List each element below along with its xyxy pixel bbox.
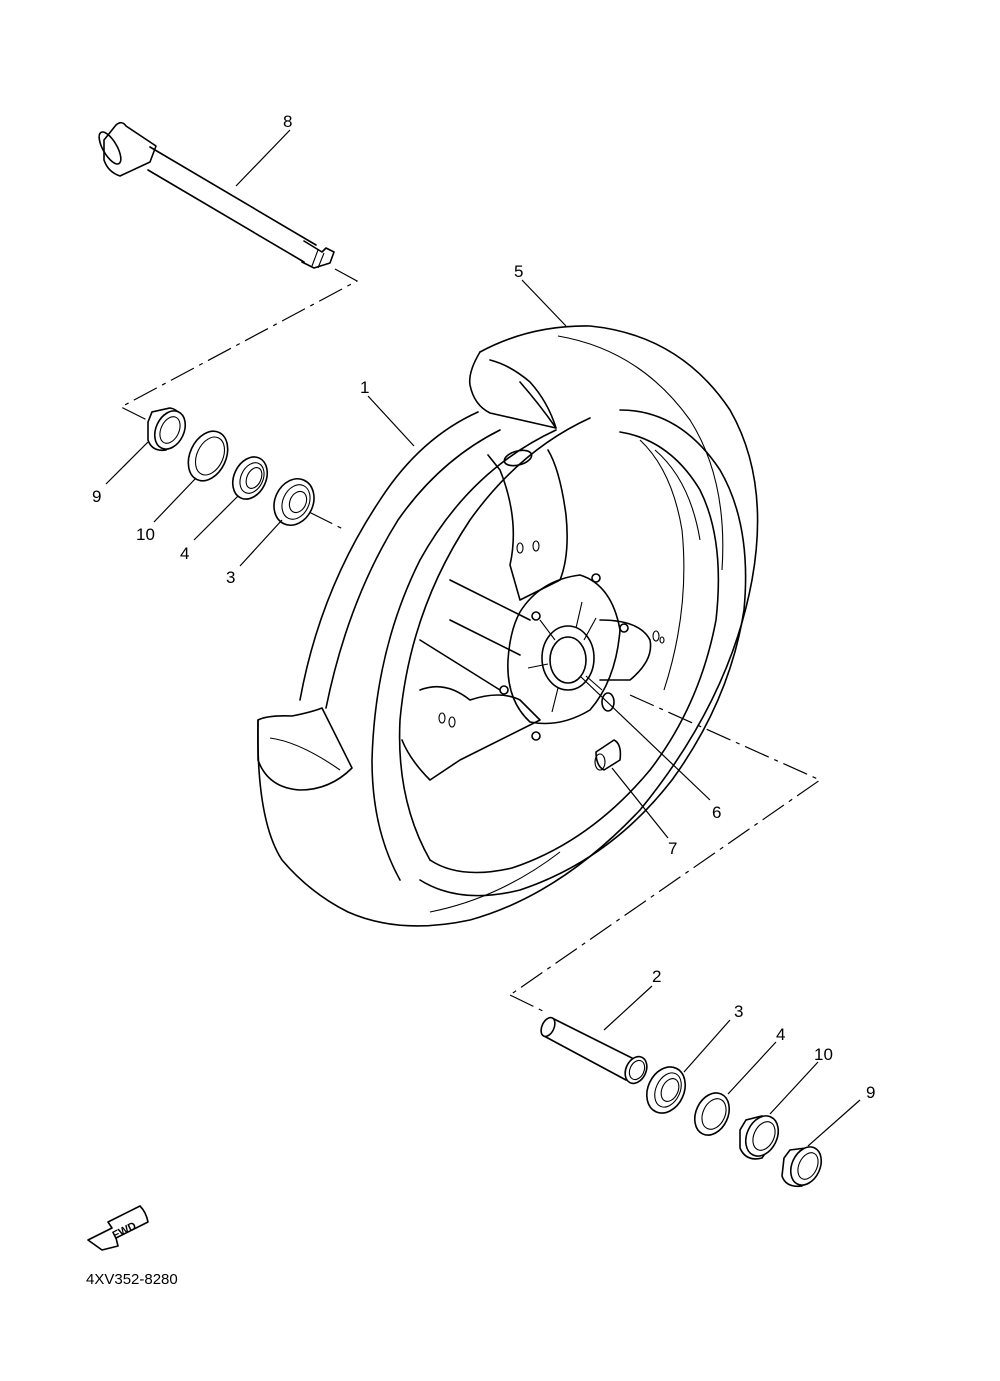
spacer-tube xyxy=(540,1016,648,1085)
assembly-lines xyxy=(119,268,822,1013)
bearing-left-small xyxy=(231,456,269,500)
callout-labels: 8 5 1 9 10 4 3 6 7 2 3 4 10 9 xyxy=(92,112,875,1102)
front-tire xyxy=(257,325,759,927)
callout-4-right: 4 xyxy=(776,1025,785,1044)
wheel-spokes xyxy=(401,449,665,781)
callout-8: 8 xyxy=(283,112,292,131)
callout-4-left: 4 xyxy=(180,544,189,563)
cast-wheel-rim xyxy=(299,409,747,897)
callout-2: 2 xyxy=(652,967,661,986)
callout-6: 6 xyxy=(712,803,721,822)
bearing-left-large xyxy=(273,478,315,526)
forward-direction-arrow: FWD xyxy=(87,1205,149,1251)
front-wheel-axle xyxy=(98,121,335,269)
wheel-hub xyxy=(499,573,629,741)
oil-seal-left xyxy=(187,430,229,482)
tire-valve xyxy=(594,739,622,771)
collar-right xyxy=(781,1146,823,1188)
callout-10-left: 10 xyxy=(136,525,155,544)
leader-lines xyxy=(105,129,861,1147)
callout-3-right: 3 xyxy=(734,1002,743,1021)
bearing-right-small xyxy=(693,1092,731,1136)
callout-3-left: 3 xyxy=(226,568,235,587)
callout-1: 1 xyxy=(360,378,369,397)
callout-10-right: 10 xyxy=(814,1045,833,1064)
collar-left xyxy=(147,407,187,452)
balance-weight xyxy=(601,692,615,712)
fwd-label: FWD xyxy=(111,1220,139,1242)
callout-7: 7 xyxy=(668,839,677,858)
callout-9-right: 9 xyxy=(866,1083,875,1102)
drawing-code: 4XV352-8280 xyxy=(86,1271,178,1288)
bearing-right-large xyxy=(645,1066,687,1114)
callout-5: 5 xyxy=(514,262,523,281)
callout-9-left: 9 xyxy=(92,487,101,506)
oil-seal-right xyxy=(739,1115,780,1160)
